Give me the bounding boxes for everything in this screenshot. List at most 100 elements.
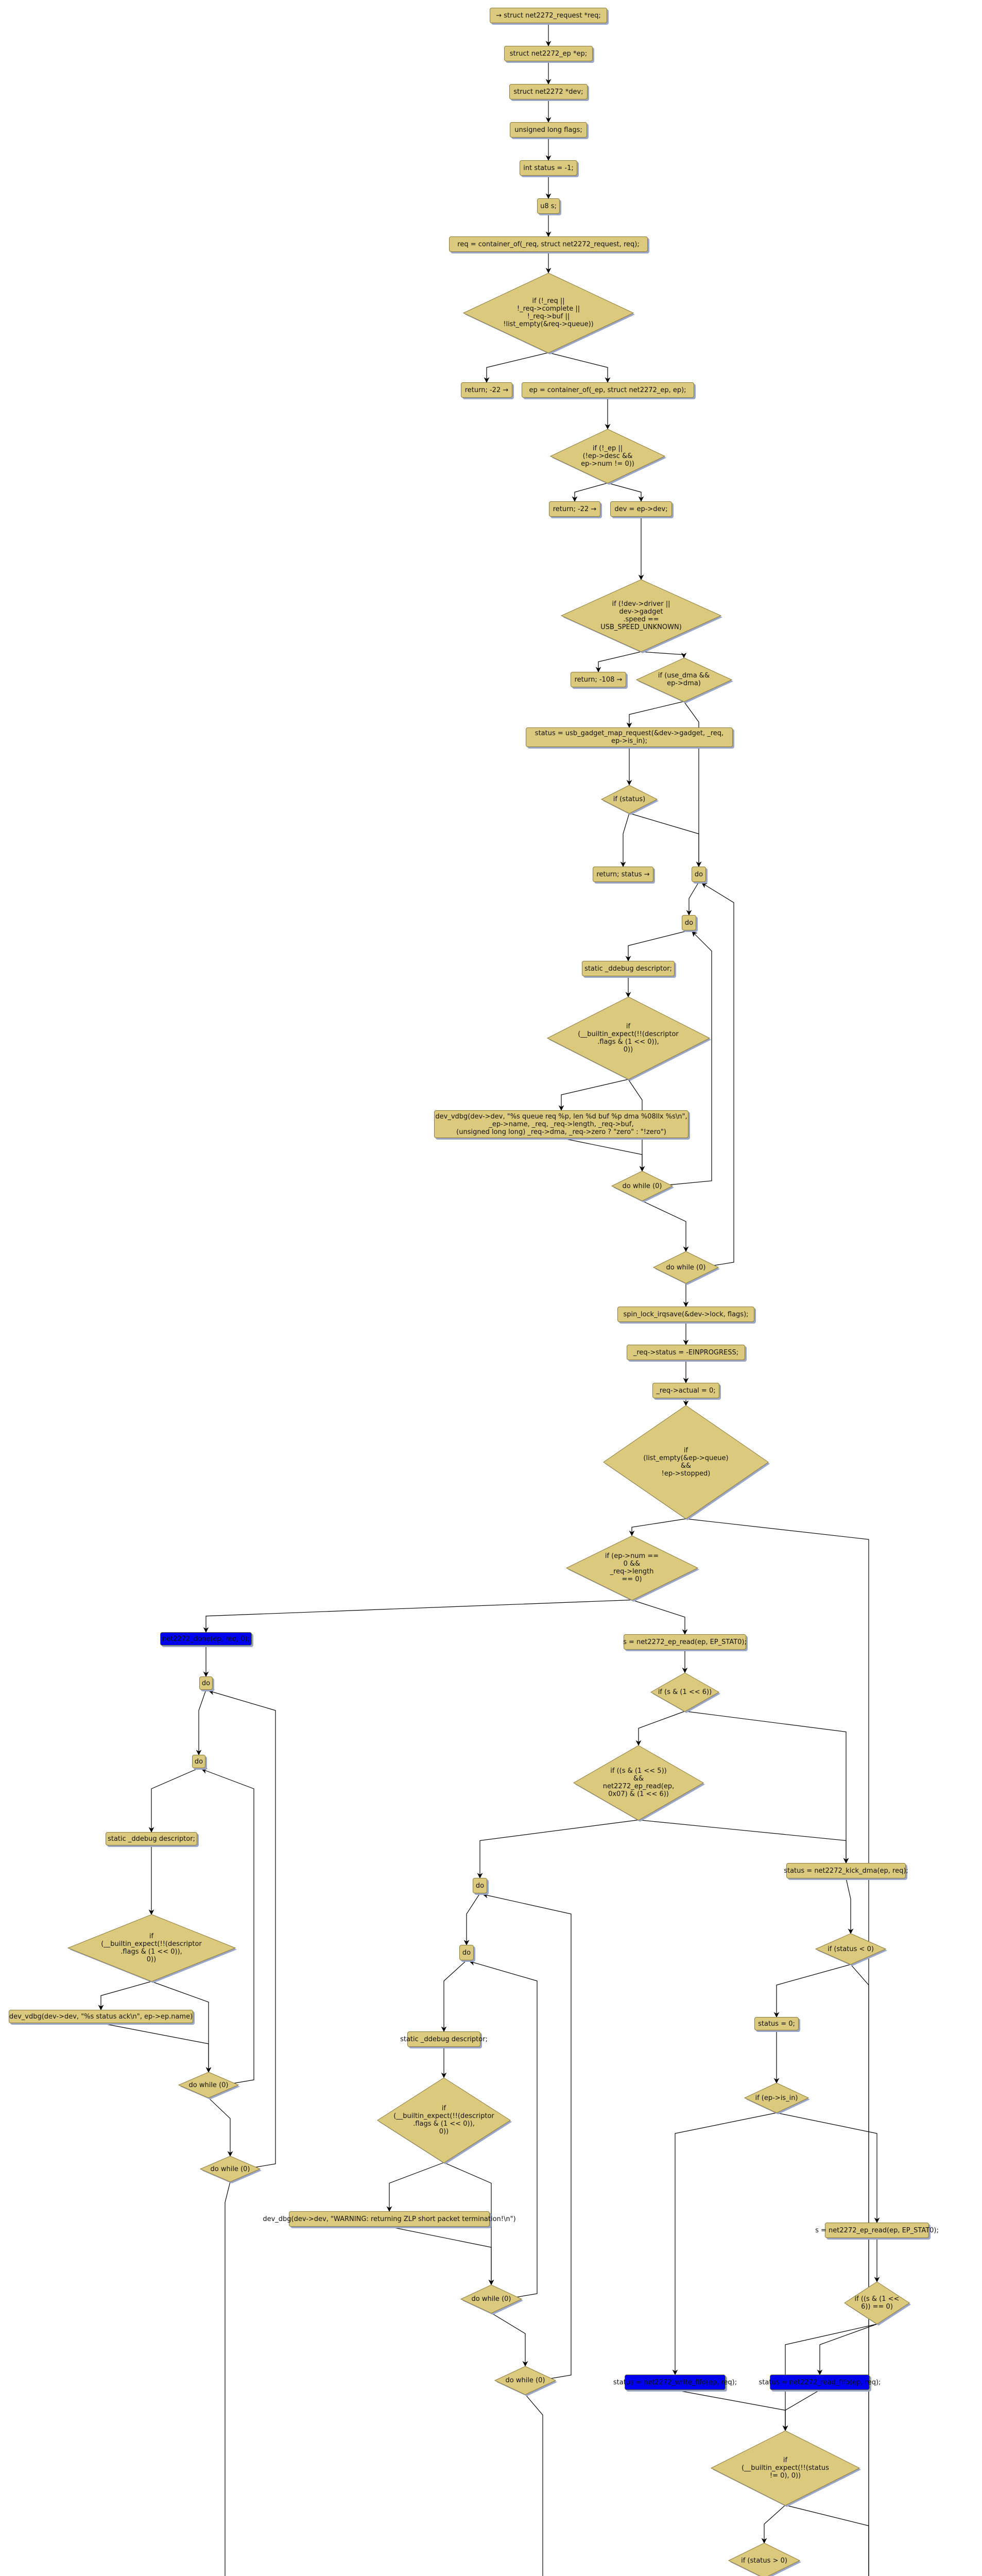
edge-arrow (817, 2324, 877, 2376)
decision-node[interactable]: if (ep->num == 0 && _req->length == 0) (565, 1535, 699, 1602)
decision-node[interactable]: if (status) (600, 784, 659, 815)
statement-node[interactable]: _req->status = -EINPROGRESS; (627, 1345, 745, 1360)
diamond-shape (377, 2077, 512, 2164)
node-label: s = net2272_ep_read(ep, EP_STAT0); (623, 1638, 747, 1646)
decision-node[interactable]: do while (0) (652, 1251, 720, 1285)
decision-node[interactable]: do while (0) (199, 2156, 262, 2183)
statement-node[interactable]: struct net2272 *dev; (509, 84, 588, 99)
statement-node[interactable]: return; -22 → (461, 382, 512, 398)
statement-node[interactable]: static _ddebug descriptor; (400, 2031, 488, 2047)
statement-node[interactable]: → struct net2272_request *req; (490, 8, 607, 23)
edge-arrow (620, 813, 630, 868)
statement-node[interactable]: status = net2272_read_fifo(ep, req); (759, 2375, 881, 2390)
diamond-shape (844, 2281, 911, 2326)
statement-node[interactable]: status = net2272_kick_dma(ep, req); (784, 1863, 908, 1878)
node-label: → struct net2272_request *req; (496, 11, 601, 20)
decision-node[interactable]: do while (0) (178, 2072, 240, 2099)
statement-node[interactable]: struct net2272_ep *ep; (504, 46, 593, 61)
statement-node[interactable]: return; -108 → (571, 672, 626, 687)
edge-arrow (225, 2181, 231, 2576)
edge-arrow (850, 1964, 869, 2576)
node-label: struct net2272 *dev; (513, 88, 583, 96)
node-label: static _ddebug descriptor; (108, 1835, 195, 1843)
statement-node[interactable]: do (692, 867, 706, 882)
statement-node[interactable]: status = 0; (754, 2017, 799, 2030)
decision-node[interactable]: if (ep->is_in) (744, 2082, 810, 2114)
edge-arrow (607, 482, 644, 502)
statement-node[interactable]: dev = ep->dev; (610, 501, 672, 517)
statement-node[interactable]: dev_vdbg(dev->dev, "%s queue req %p, len… (434, 1110, 688, 1138)
statement-node[interactable]: static _ddebug descriptor; (106, 1832, 197, 1845)
decision-node[interactable]: if (list_empty(&ep->queue) && !ep->stopp… (603, 1405, 770, 1520)
node-label: net2272_done(ep, req, 0); (162, 1635, 250, 1643)
edge-arrow (98, 1981, 152, 2011)
diamond-shape (744, 2082, 810, 2114)
edge-arrow (761, 2505, 786, 2544)
statement-node[interactable]: static _ddebug descriptor; (582, 961, 675, 976)
decision-node[interactable]: if (status < 0) (815, 1933, 887, 1966)
statement-node[interactable]: do (473, 1878, 487, 1893)
statement-node[interactable]: return; status → (593, 867, 653, 882)
decision-node[interactable]: do while (0) (460, 2284, 523, 2315)
decision-node[interactable]: if (__builtin_expect(!!(status != 0), 0)… (710, 2430, 861, 2507)
node-label: int status = -1; (523, 164, 574, 172)
edge-arrow (208, 2097, 233, 2157)
decision-node[interactable]: if ((s & (1 << 6)) == 0) (844, 2281, 911, 2326)
edge-arrow (482, 1892, 572, 2381)
diamond-shape (728, 2543, 801, 2576)
statement-node[interactable]: dev_vdbg(dev->dev, "%s status ack\n", ep… (9, 2010, 193, 2023)
statement-node[interactable]: do (682, 915, 696, 930)
statement-node[interactable]: int status = -1; (520, 160, 577, 176)
node-label: if (!_ep || (!ep->desc && ep->num != 0)) (581, 444, 634, 468)
decision-node[interactable]: if ((s & (1 << 5)) && net2272_ep_read(ep… (573, 1744, 705, 1822)
decision-node[interactable]: if (!_req || !_req->complete || !_req->b… (462, 272, 635, 354)
statement-node[interactable]: do (192, 1755, 205, 1768)
node-label: _req->actual = 0; (656, 1386, 716, 1395)
node-label: do while (0) (505, 2376, 545, 2384)
edge-arrow (463, 1893, 480, 1946)
decision-node[interactable]: if (status > 0) (728, 2543, 801, 2576)
edge-arrow (785, 2504, 869, 2576)
decision-node[interactable]: if (__builtin_expect(!!(descriptor .flag… (67, 1914, 237, 1983)
statement-node[interactable]: req = container_of(_req, struct net2272_… (449, 236, 648, 252)
statement-node[interactable]: dev_dbg(dev->dev, "WARNING: returning ZL… (263, 2211, 516, 2227)
statement-node[interactable]: unsigned long flags; (510, 122, 587, 138)
node-label: do (475, 1882, 485, 1890)
statement-node[interactable]: ep = container_of(_ep, struct net2272_ep… (521, 382, 694, 398)
diamond-shape (600, 784, 659, 815)
edge-arrow (684, 1710, 849, 1864)
statement-node[interactable]: spin_lock_irqsave(&dev->lock, flags); (617, 1307, 754, 1322)
decision-node[interactable]: if (s & (1 << 6)) (650, 1672, 720, 1713)
statement-node[interactable]: status = usb_gadget_map_request(&dev->ga… (526, 727, 733, 747)
node-label: static _ddebug descriptor; (400, 2035, 488, 2043)
decision-node[interactable]: if (!dev->driver || dev->gadget .speed =… (560, 579, 722, 653)
statement-node[interactable]: s = net2272_ep_read(ep, EP_STAT0); (623, 1634, 747, 1650)
node-label: do (194, 1757, 203, 1766)
statement-node[interactable]: u8 s; (537, 198, 560, 214)
decision-node[interactable]: do while (0) (611, 1171, 674, 1202)
statement-node[interactable]: return; -22 → (549, 501, 600, 517)
edge-arrow (773, 1964, 851, 2018)
statement-node[interactable]: s = net2272_ep_read(ep, EP_STAT0); (815, 2223, 939, 2238)
edge-arrow (484, 352, 549, 383)
decision-node[interactable]: if (use_dma && ep->dma) (635, 657, 733, 703)
node-label: s = net2272_ep_read(ep, EP_STAT0); (815, 2226, 939, 2234)
node-label: if (!dev->driver || dev->gadget .speed =… (600, 600, 682, 631)
decision-node[interactable]: if (!_ep || (!ep->desc && ep->num != 0)) (549, 428, 666, 485)
statement-node[interactable]: _req->actual = 0; (652, 1383, 719, 1398)
decision-node[interactable]: do while (0) (494, 2365, 557, 2396)
node-label: do while (0) (188, 2081, 229, 2089)
node-label: if (__builtin_expect(!!(descriptor .flag… (393, 2105, 494, 2136)
statement-node[interactable]: do (199, 1676, 213, 1690)
edge-arrow (196, 1689, 206, 1756)
diamond-shape (460, 2284, 523, 2315)
edge-arrow (657, 931, 712, 1187)
statement-node[interactable]: status = net2272_write_fifo(ep, req); (613, 2375, 737, 2390)
node-label: status = net2272_read_fifo(ep, req); (759, 2378, 881, 2386)
decision-node[interactable]: if (__builtin_expect(!!(descriptor .flag… (377, 2077, 512, 2164)
edge-arrow (638, 1819, 849, 1864)
decision-node[interactable]: if (__builtin_expect(!!(descriptor .flag… (546, 996, 711, 1081)
statement-node[interactable]: net2272_done(ep, req, 0); (160, 1632, 252, 1646)
edge-arrow (629, 1518, 686, 1536)
statement-node[interactable]: do (459, 1945, 474, 1960)
